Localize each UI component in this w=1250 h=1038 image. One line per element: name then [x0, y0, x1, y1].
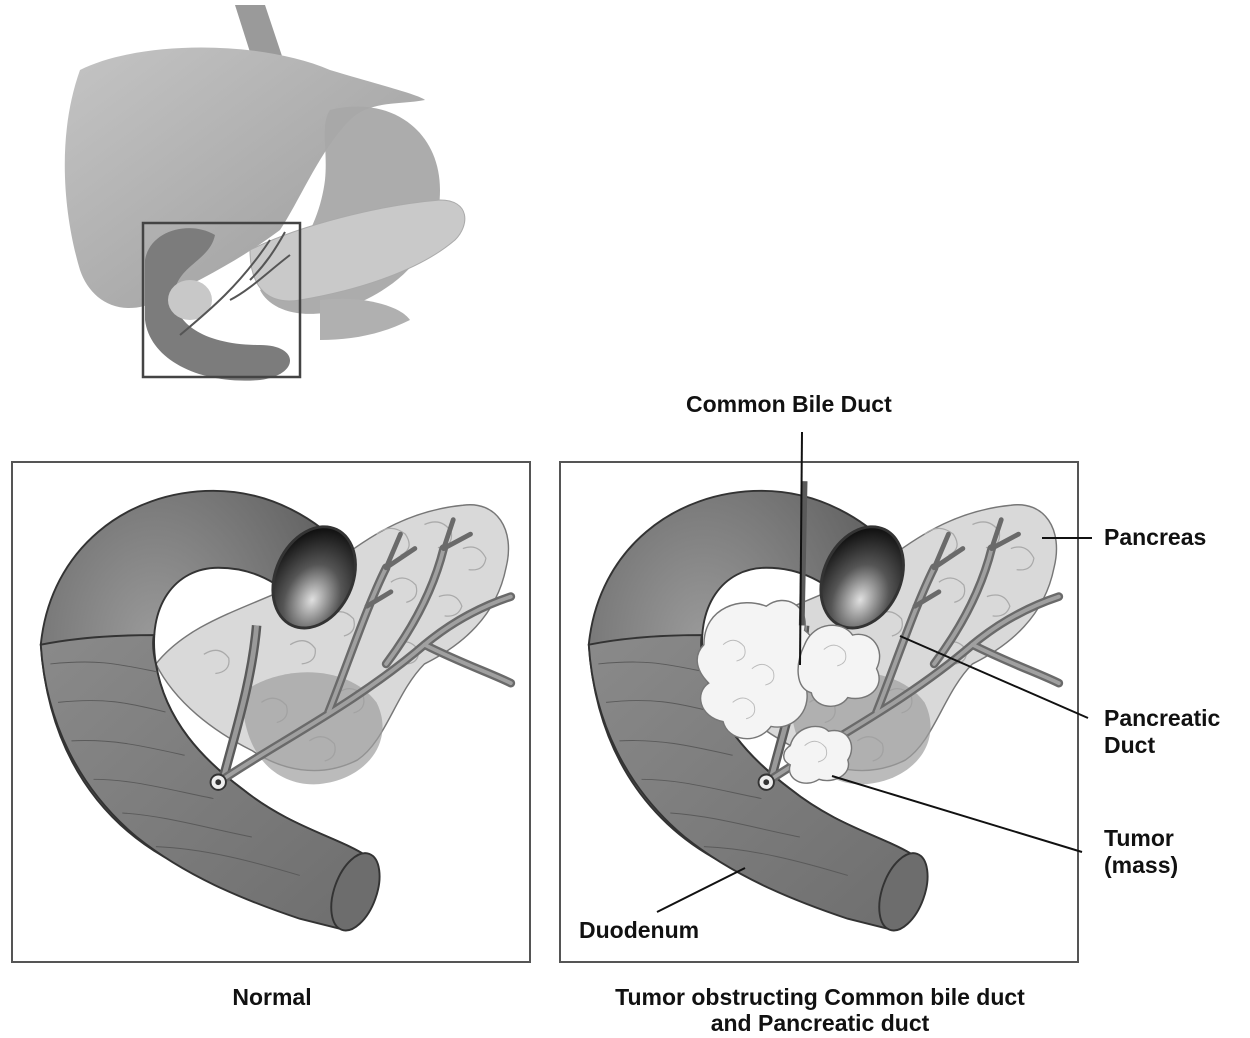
overview-organs [65, 5, 465, 381]
label-duodenum: Duodenum [579, 918, 699, 943]
label-pancreas: Pancreas [1104, 525, 1206, 550]
caption-normal: Normal [172, 985, 372, 1010]
label-tumor-1: Tumor [1104, 826, 1174, 851]
caption-tumor-1: Tumor obstructing Common bile duct [560, 985, 1080, 1010]
tumor-panel [560, 462, 1078, 962]
label-pancreatic-duct-1: Pancreatic [1104, 706, 1220, 731]
caption-tumor-2: and Pancreatic duct [560, 1011, 1080, 1036]
label-common-bile-duct: Common Bile Duct [686, 392, 892, 417]
label-tumor-2: (mass) [1104, 853, 1178, 878]
normal-panel [12, 462, 530, 962]
intestine [320, 299, 410, 340]
label-pancreatic-duct-2: Duct [1104, 733, 1155, 758]
